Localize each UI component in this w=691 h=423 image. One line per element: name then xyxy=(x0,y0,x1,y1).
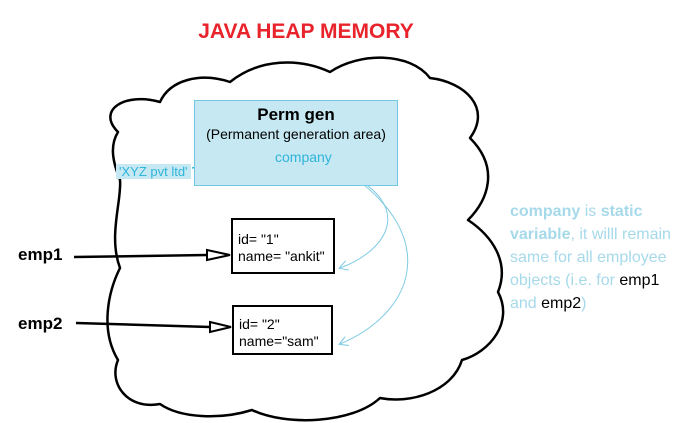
object-name-field: name="sam" xyxy=(239,333,319,349)
emp1-pointer xyxy=(73,248,231,262)
emp1-reference-label: emp1 xyxy=(18,245,63,264)
note-text: is xyxy=(580,203,601,220)
note-text: ) xyxy=(581,295,587,312)
heap-boundary xyxy=(106,56,505,422)
emp2-reference-label: emp2 xyxy=(18,314,63,333)
emp2-pointer xyxy=(75,320,232,334)
static-variable-note: company is static variable, it willl rem… xyxy=(510,200,690,315)
diagram-title: JAVA HEAP MEMORY xyxy=(198,20,414,43)
employee-object-1: id= "1" name= "ankit" xyxy=(231,218,335,274)
company-link-emp2 xyxy=(340,167,409,344)
note-text: , it willl remain same for all employee … xyxy=(510,226,671,289)
note-keyword-static: static variable xyxy=(510,203,643,243)
note-emp2: emp2 xyxy=(541,295,582,312)
object-id-field: id= "1" xyxy=(238,231,279,247)
perm-gen-title: Perm gen xyxy=(257,105,335,124)
employee-object-2: id= "2" name="sam" xyxy=(232,305,333,355)
object-id-field: id= "2" xyxy=(239,316,280,332)
note-keyword-company: company xyxy=(510,203,581,220)
perm-gen-subtitle: (Permanent generation area) xyxy=(206,126,386,142)
constant-value-label: 'XYZ pvt ltd' xyxy=(116,164,191,179)
static-variable-label: company xyxy=(275,149,332,165)
perm-gen-area: Perm gen (Permanent generation area) com… xyxy=(194,100,398,186)
note-emp1: emp1 xyxy=(619,272,660,289)
note-text: and xyxy=(510,295,542,312)
object-name-field: name= "ankit" xyxy=(238,248,325,264)
